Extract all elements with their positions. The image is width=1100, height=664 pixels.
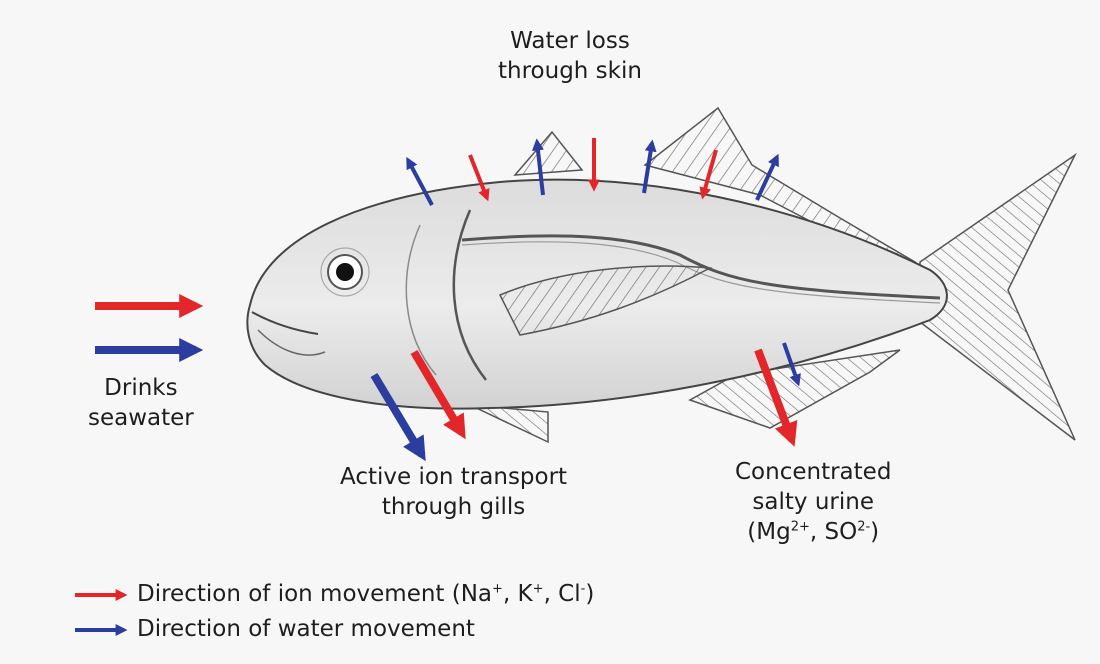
urine-so: , SO [810, 519, 857, 545]
urine-line-3: (Mg2+, SO2-) [735, 518, 891, 548]
urine-close: ) [870, 519, 879, 545]
legend-ion-cl: , Cl [544, 581, 581, 607]
gill-transport-label: Active ion transport through gills [340, 463, 567, 523]
water-loss-line-1: Water loss [498, 27, 642, 57]
urine-so-charge: 2- [857, 519, 870, 534]
legend-arrows [75, 595, 124, 630]
drink-arrows [95, 306, 196, 350]
gills-line-2: through gills [340, 493, 567, 523]
urine-mg-charge: 2+ [791, 519, 810, 534]
legend-ion-close: ) [585, 581, 594, 607]
urine-line-2: salty urine [735, 488, 891, 518]
legend-water-text: Direction of water movement [137, 616, 475, 642]
dorsal-fin-front [515, 132, 582, 175]
pelvic-fin [470, 405, 548, 442]
drinks-line-1: Drinks [88, 374, 194, 404]
urine-label: Concentrated salty urine (Mg2+, SO2-) [735, 458, 891, 548]
water-loss-label: Water loss through skin [498, 27, 642, 87]
water-loss-line-2: through skin [498, 57, 642, 87]
urine-line-1: Concentrated [735, 458, 891, 488]
drinks-line-2: seawater [88, 404, 194, 434]
drinks-seawater-label: Drinks seawater [88, 374, 194, 434]
gills-line-1: Active ion transport [340, 463, 567, 493]
urine-mg: (Mg [747, 519, 790, 545]
na-charge: + [492, 581, 503, 596]
legend-ion-k: , K [503, 581, 533, 607]
pupil [336, 263, 354, 281]
fish-illustration [247, 108, 1075, 442]
legend-water-main: Direction of water movement [137, 616, 475, 642]
legend-ion-text: Direction of ion movement (Na+, K+, Cl-) [137, 581, 594, 607]
k-charge: + [533, 581, 544, 596]
legend-ion-main: Direction of ion movement (Na [137, 581, 492, 607]
